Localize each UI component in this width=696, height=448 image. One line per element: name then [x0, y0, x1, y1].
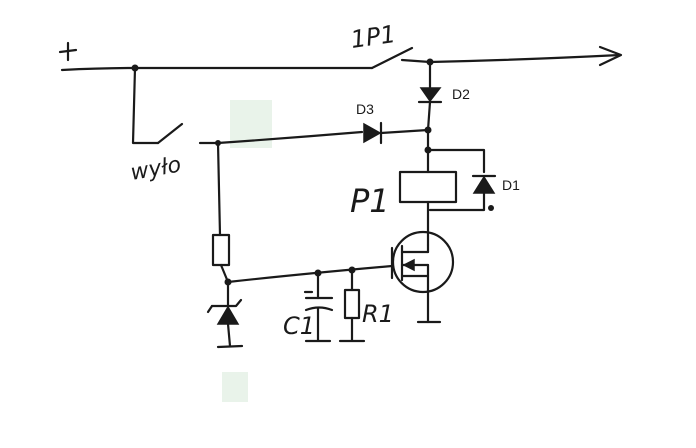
resistor-r1 — [338, 268, 366, 343]
label-p1: P1 — [350, 182, 390, 220]
scan-smudge — [222, 372, 248, 402]
relay-coil-symbol — [398, 170, 458, 204]
series-resistor — [211, 141, 231, 284]
label-c1: C1 — [283, 312, 315, 340]
label-d3: D3 — [356, 101, 374, 117]
coil-top-wire — [424, 128, 486, 174]
diode-d2-symbol — [417, 60, 443, 132]
switch-wyl — [131, 66, 221, 146]
diode-d3-symbol — [363, 121, 432, 145]
supply-rail — [60, 64, 374, 72]
positive-terminal — [58, 41, 78, 62]
label-r1: R1 — [362, 300, 394, 328]
mosfet-symbol — [390, 230, 455, 324]
label-1p1: 1P1 — [349, 20, 397, 54]
label-d2: D2 — [452, 86, 470, 102]
output-arrow — [428, 45, 623, 67]
label-switch: wyło — [129, 152, 183, 185]
diode-d1-symbol — [428, 174, 497, 212]
capacitor-c1 — [303, 271, 334, 343]
wire-to-d3 — [198, 130, 364, 145]
zener-diode — [206, 280, 244, 349]
label-d1: D1 — [502, 177, 520, 193]
relay-contact-1p1 — [370, 46, 434, 70]
gate-bus — [224, 264, 394, 286]
